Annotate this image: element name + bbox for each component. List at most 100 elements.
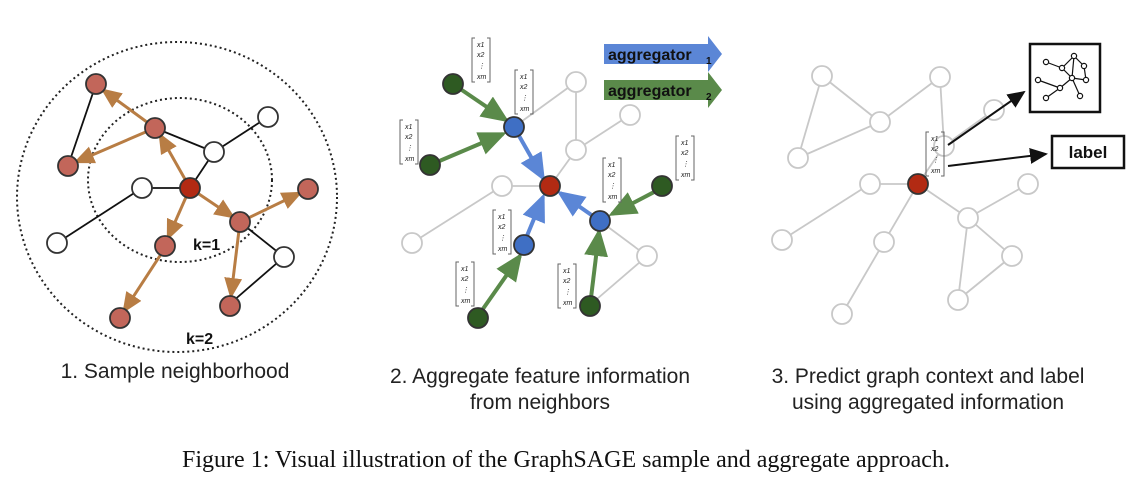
sampled-node bbox=[109, 307, 131, 329]
svg-text:x1: x1 bbox=[680, 140, 689, 147]
context-arrow bbox=[947, 90, 1026, 146]
gray-node bbox=[787, 147, 809, 169]
svg-text:xm: xm bbox=[562, 300, 573, 307]
gray-node bbox=[859, 173, 881, 195]
aggregator2-arrow: aggregator 2 bbox=[604, 72, 722, 108]
k1-label: k=1 bbox=[193, 237, 220, 254]
graph-node bbox=[257, 106, 279, 128]
sampled-node bbox=[297, 178, 319, 200]
svg-text:xm: xm bbox=[680, 172, 691, 179]
blue-node bbox=[513, 234, 535, 256]
green-node bbox=[419, 154, 441, 176]
gray-node bbox=[565, 71, 587, 93]
svg-text:x2: x2 bbox=[476, 52, 485, 59]
svg-text:xm: xm bbox=[607, 194, 618, 201]
svg-text:xm: xm bbox=[930, 168, 941, 175]
svg-text:⋮: ⋮ bbox=[564, 289, 571, 296]
sampled-node bbox=[219, 295, 241, 317]
svg-text:x1: x1 bbox=[460, 266, 469, 273]
aggregator1-subscript: 1 bbox=[706, 56, 712, 67]
svg-text:⋮: ⋮ bbox=[609, 183, 616, 190]
graph-node bbox=[131, 177, 153, 199]
svg-text:x2: x2 bbox=[562, 278, 571, 285]
k1-neighborhood-circle bbox=[87, 97, 273, 263]
svg-text:⋮: ⋮ bbox=[462, 287, 469, 294]
graph-context-box bbox=[1028, 42, 1102, 114]
gray-node bbox=[491, 175, 513, 197]
panel-sample-neighborhood: k=1 k=2 bbox=[16, 41, 338, 353]
graph-node bbox=[203, 141, 225, 163]
svg-text:x2: x2 bbox=[930, 146, 939, 153]
svg-text:xm: xm bbox=[497, 246, 508, 253]
svg-text:xm: xm bbox=[476, 74, 487, 81]
label-text: label bbox=[1069, 143, 1108, 162]
svg-text:xm: xm bbox=[404, 156, 415, 163]
green-node bbox=[467, 307, 489, 329]
target-node bbox=[907, 173, 929, 195]
gray-node bbox=[771, 229, 793, 251]
target-node bbox=[539, 175, 561, 197]
label-arrow bbox=[947, 148, 1048, 167]
svg-text:x1: x1 bbox=[607, 162, 616, 169]
svg-text:xm: xm bbox=[519, 106, 530, 113]
svg-text:x2: x2 bbox=[519, 84, 528, 91]
gray-node bbox=[929, 66, 951, 88]
green-node bbox=[651, 175, 673, 197]
svg-text:⋮: ⋮ bbox=[499, 235, 506, 242]
blue-node bbox=[589, 210, 611, 232]
gray-node bbox=[636, 245, 658, 267]
gray-node bbox=[947, 289, 969, 311]
svg-text:x2: x2 bbox=[404, 134, 413, 141]
graph-node bbox=[46, 232, 68, 254]
gray-node bbox=[873, 231, 895, 253]
figure-caption: Figure 1: Visual illustration of the Gra… bbox=[182, 447, 950, 473]
svg-text:x2: x2 bbox=[607, 172, 616, 179]
panel2-caption-line2: from neighbors bbox=[469, 391, 611, 414]
svg-text:x1: x1 bbox=[930, 136, 939, 143]
panel2-caption: 2. Aggregate feature information from ne… bbox=[365, 364, 715, 416]
sampled-node bbox=[85, 73, 107, 95]
svg-text:xm: xm bbox=[460, 298, 471, 305]
gray-node bbox=[1001, 245, 1023, 267]
svg-text:x2: x2 bbox=[680, 150, 689, 157]
gray-node bbox=[831, 303, 853, 325]
svg-text:x2: x2 bbox=[460, 276, 469, 283]
label-box: label bbox=[1050, 134, 1126, 170]
gray-node bbox=[565, 139, 587, 161]
green-node bbox=[579, 295, 601, 317]
svg-text:⋮: ⋮ bbox=[682, 161, 689, 168]
svg-text:⋮: ⋮ bbox=[521, 95, 528, 102]
sampled-edges bbox=[73, 88, 303, 314]
panel3-caption-line1: 3. Predict graph context and label bbox=[771, 365, 1085, 388]
k2-neighborhood-circle bbox=[16, 41, 338, 353]
gray-node bbox=[811, 65, 833, 87]
blue-node bbox=[503, 116, 525, 138]
gray-node bbox=[401, 232, 423, 254]
svg-text:⋮: ⋮ bbox=[478, 63, 485, 70]
svg-text:x1: x1 bbox=[476, 42, 485, 49]
aggregator2-subscript: 2 bbox=[706, 92, 712, 103]
aggregator2-label: aggregator bbox=[608, 83, 692, 100]
sampled-node bbox=[144, 117, 166, 139]
gray-node bbox=[1017, 173, 1039, 195]
graph-node bbox=[273, 246, 295, 268]
svg-text:x1: x1 bbox=[562, 268, 571, 275]
panel3-caption-line2: using aggregated information bbox=[791, 391, 1064, 414]
target-node bbox=[179, 177, 201, 199]
graph-edges bbox=[56, 83, 285, 303]
gray-node bbox=[869, 111, 891, 133]
sampled-node bbox=[154, 235, 176, 257]
gray-node bbox=[957, 207, 979, 229]
svg-text:x1: x1 bbox=[404, 124, 413, 131]
svg-text:x1: x1 bbox=[519, 74, 528, 81]
panel2-caption-line1: 2. Aggregate feature information bbox=[389, 365, 691, 388]
panel3-caption: 3. Predict graph context and label using… bbox=[738, 364, 1118, 416]
gray-node bbox=[619, 104, 641, 126]
aggregator1-label: aggregator bbox=[608, 47, 692, 64]
green-node bbox=[442, 73, 464, 95]
aggregator1-arrow: aggregator 1 bbox=[604, 36, 722, 72]
